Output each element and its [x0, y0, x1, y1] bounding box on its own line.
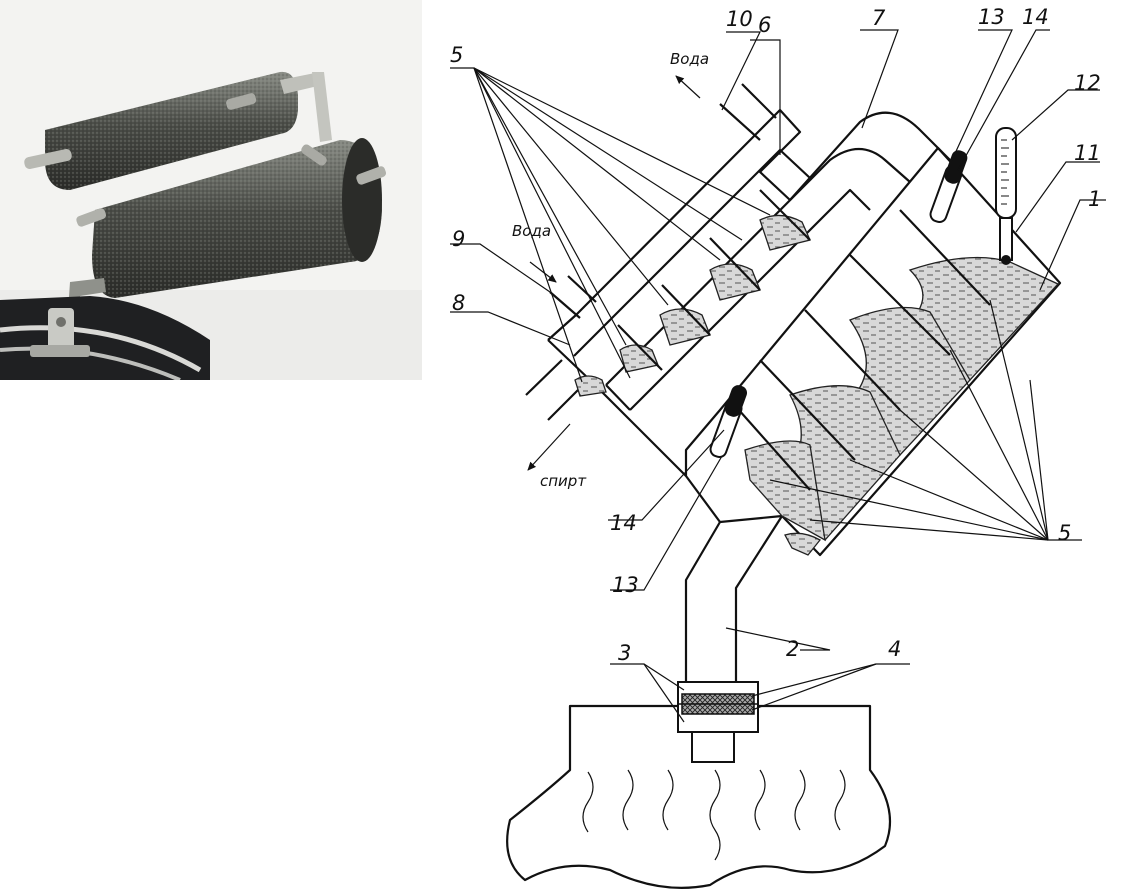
leader-lines — [450, 29, 1106, 723]
thermometer — [995, 127, 1017, 265]
coupling-flange — [677, 681, 759, 733]
label-3: 3 — [618, 641, 631, 665]
column-shell — [525, 83, 1062, 557]
water-out-label: Вода — [670, 50, 709, 68]
valve-upper — [929, 150, 968, 224]
label-7: 7 — [872, 6, 886, 30]
vapour-pipe — [684, 515, 783, 682]
label-9: 9 — [452, 227, 465, 251]
lower-condenser-cylinder — [68, 138, 387, 312]
valve-lower — [709, 385, 748, 459]
water-in-label: Вода — [512, 222, 551, 240]
label-11: 11 — [1074, 141, 1101, 165]
label-14-top: 14 — [1022, 5, 1049, 29]
distiller-photo — [0, 0, 422, 382]
label-8: 8 — [452, 291, 465, 315]
upper-condenser-cylinder — [24, 71, 332, 190]
label-13-bottom: 13 — [612, 573, 639, 597]
label-12: 12 — [1074, 71, 1101, 95]
baffles — [617, 189, 991, 491]
label-10: 10 — [726, 7, 753, 31]
liquid-pools — [574, 214, 1060, 556]
heat-waves — [582, 769, 846, 861]
spirit-arrow — [527, 423, 571, 471]
label-4: 4 — [888, 637, 901, 661]
label-13-top: 13 — [978, 5, 1005, 29]
water-in-arrow — [529, 261, 557, 283]
label-2: 2 — [786, 637, 799, 661]
label-6: 6 — [758, 13, 771, 37]
boiler-vessel — [506, 704, 892, 889]
label-5-right: 5 — [1058, 521, 1071, 545]
label-5-left: 5 — [450, 43, 463, 67]
distiller-schematic: 5 5 6 7 8 9 10 11 12 13 14 1 14 13 2 3 4… — [430, 0, 1126, 890]
label-14-bottom: 14 — [610, 511, 637, 535]
pot-lid — [0, 296, 210, 382]
label-1: 1 — [1088, 187, 1101, 211]
spirit-label: спирт — [540, 472, 587, 490]
water-out-arrow — [675, 75, 701, 99]
